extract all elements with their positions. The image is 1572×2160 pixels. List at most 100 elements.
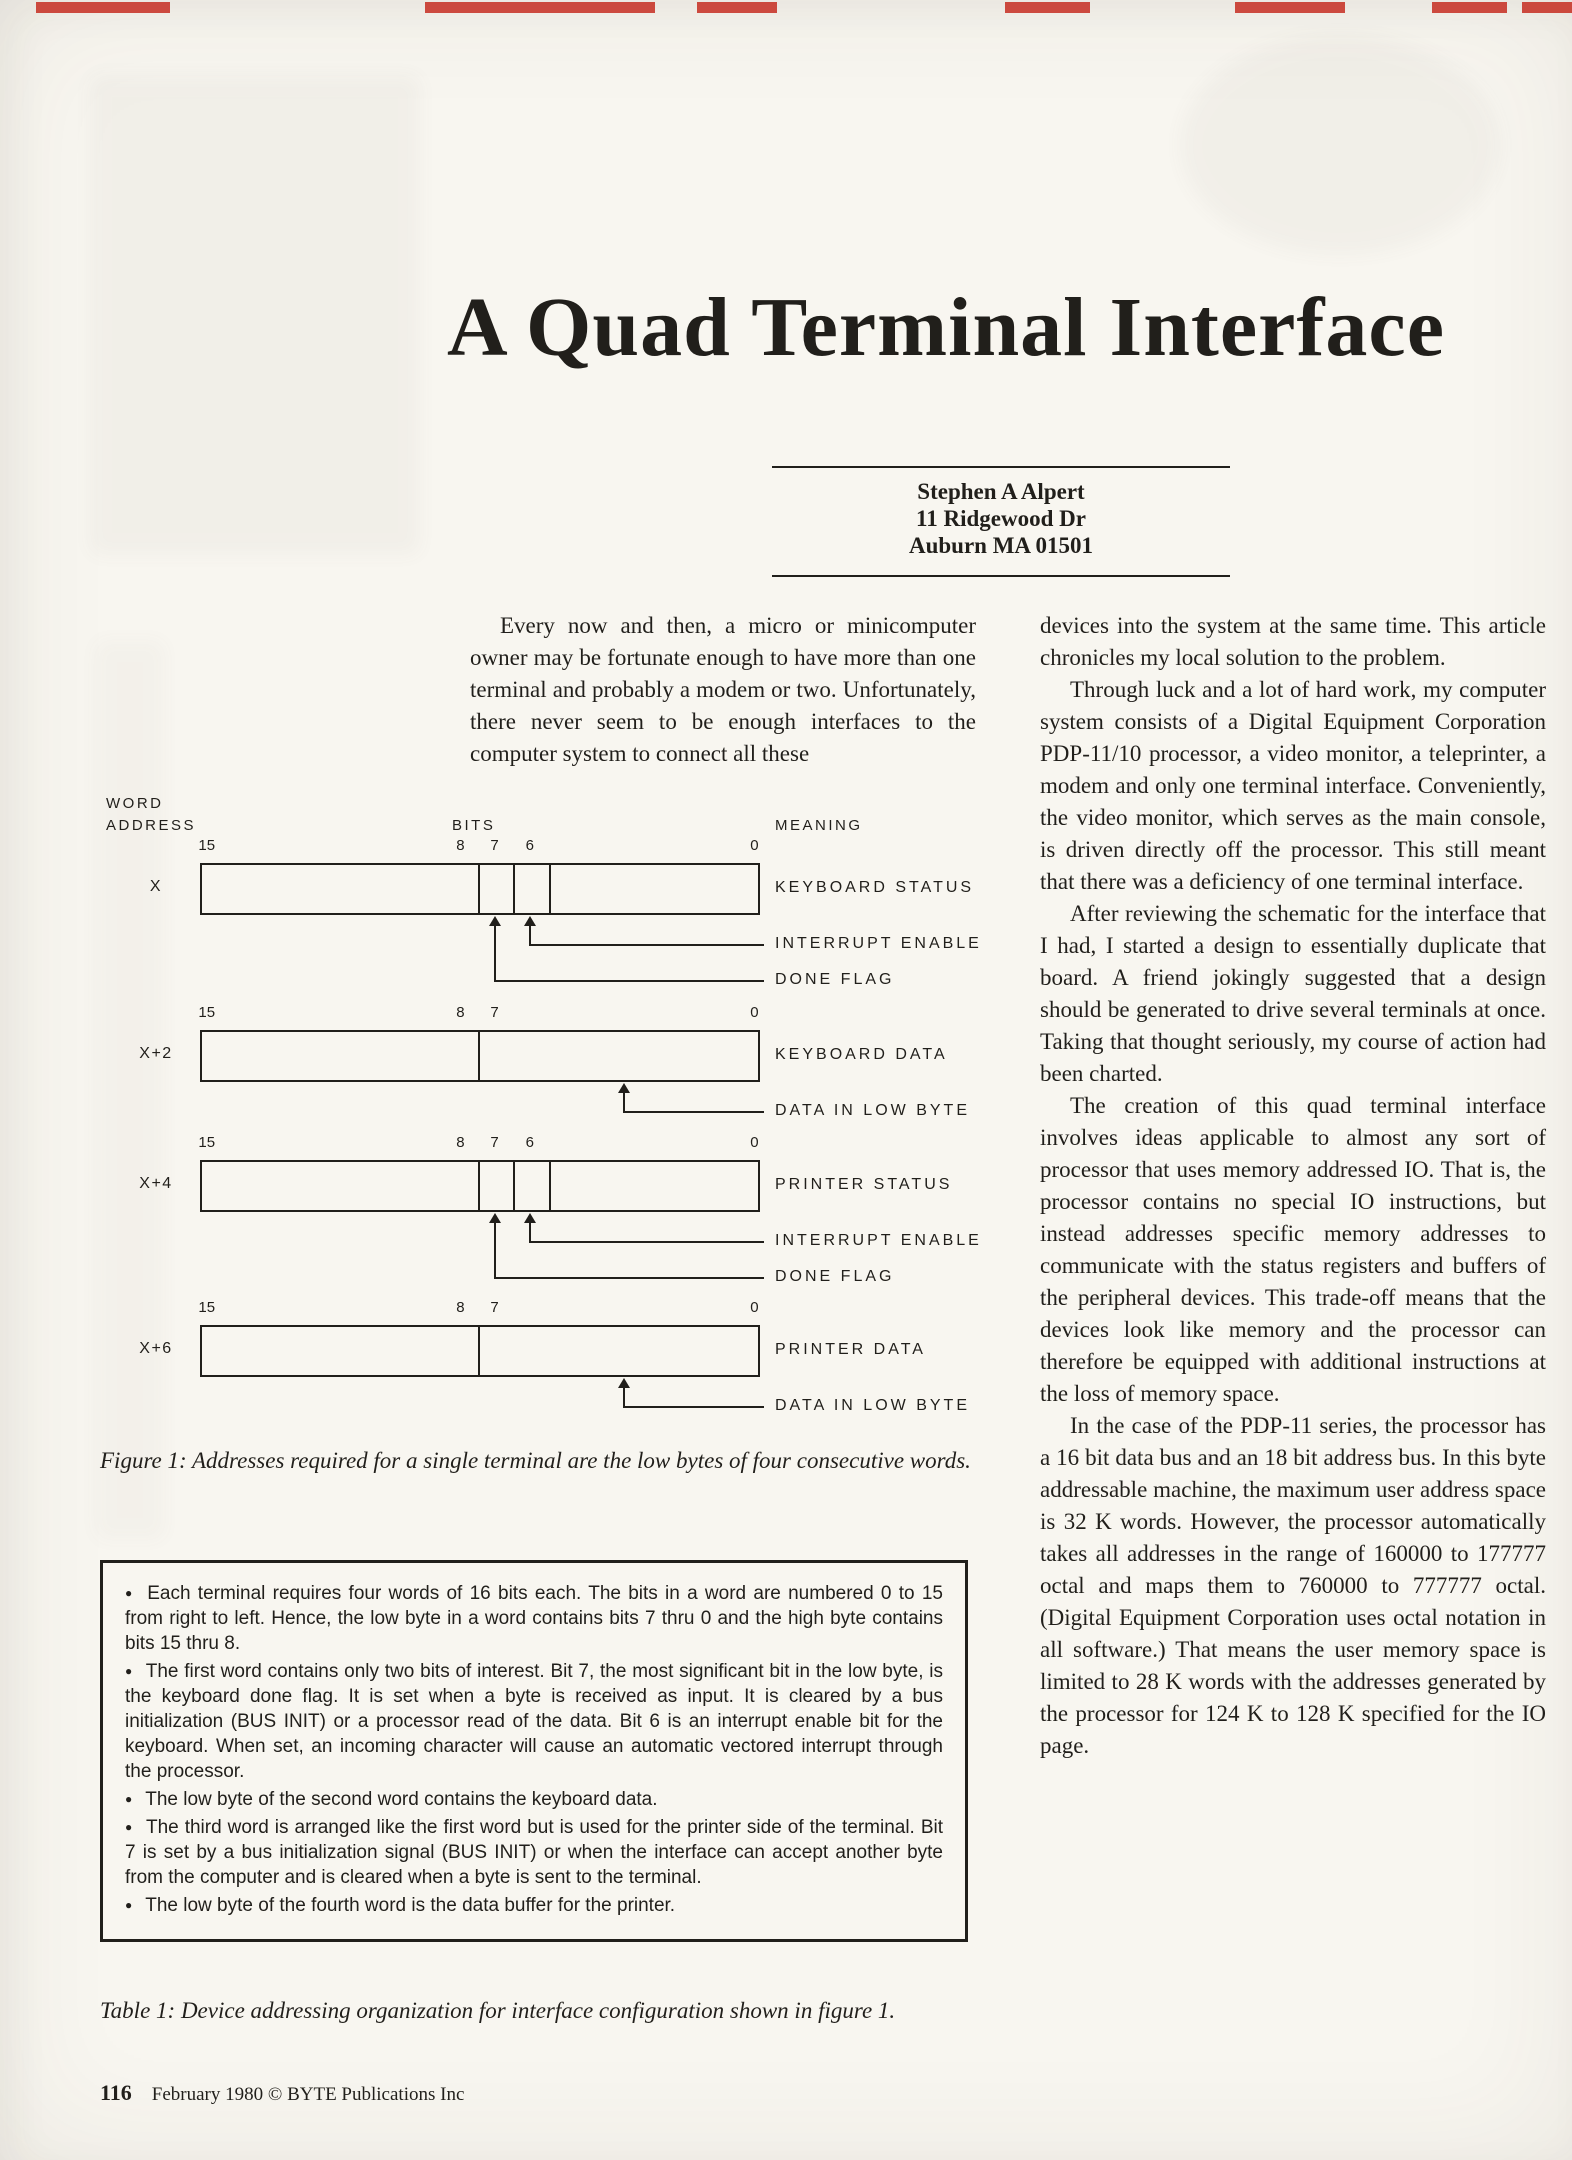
- register-box: [200, 1325, 760, 1377]
- publication-credit: February 1980 © BYTE Publications Inc: [151, 2084, 465, 2105]
- bit-number-label: 15: [198, 837, 216, 854]
- register-meaning-label: PRINTER DATA: [775, 1341, 926, 1358]
- register-address-label: X+6: [139, 1340, 173, 1357]
- register-bit-divider: [478, 1032, 481, 1080]
- register-bit-divider: [513, 865, 516, 913]
- table-bullet-item: ●The low byte of the second word contain…: [125, 1789, 658, 1810]
- callout-arrow-up-icon: [523, 916, 536, 926]
- scan-red-mark: [425, 2, 655, 13]
- callout-horizontal-line: [493, 1277, 764, 1279]
- register-bit-divider: [478, 865, 481, 913]
- bit-number-label: 0: [750, 1134, 759, 1151]
- callout-vertical-line: [622, 1092, 625, 1112]
- scan-red-mark: [1432, 2, 1507, 13]
- author-name: Stephen A Alpert: [917, 479, 1085, 504]
- bit-number-label: 0: [750, 1299, 759, 1316]
- bullet-icon: ●: [125, 1820, 133, 1834]
- scan-red-mark: [1235, 2, 1345, 13]
- bit-number-label: 8: [456, 1299, 465, 1316]
- register-box: [200, 1030, 760, 1082]
- register-address-label: X+2: [139, 1045, 173, 1062]
- callout-arrow-up-icon: [617, 1378, 630, 1388]
- paragraph: devices into the system at the same time…: [1040, 613, 1546, 670]
- table-caption: Table 1: Device addressing organization …: [100, 1998, 896, 2023]
- word-address-header: ADDRESS: [106, 817, 197, 834]
- meaning-header: MEANING: [775, 817, 863, 834]
- callout-label: DATA IN LOW BYTE: [775, 1102, 970, 1119]
- bullet-icon: ●: [125, 1898, 133, 1912]
- bit-number-label: 8: [456, 837, 465, 854]
- bit-number-label: 15: [198, 1134, 216, 1151]
- callout-vertical-line: [493, 1222, 496, 1278]
- table-1-box: ●Each terminal requires four words of 16…: [100, 1560, 968, 1942]
- bit-number-label: 6: [525, 1134, 534, 1151]
- author-address-line1: 11 Ridgewood Dr: [916, 506, 1086, 531]
- callout-label: INTERRUPT ENABLE: [775, 1232, 982, 1249]
- callout-label: DONE FLAG: [775, 1268, 895, 1285]
- page-showthrough-ghost: [1180, 35, 1500, 255]
- register-bit-divider: [548, 1162, 551, 1210]
- table-bullet-item: ●The first word contains only two bits o…: [125, 1661, 944, 1782]
- bits-header: BITS: [452, 817, 496, 834]
- register-meaning-label: KEYBOARD STATUS: [775, 879, 975, 896]
- register-meaning-label: PRINTER STATUS: [775, 1176, 953, 1193]
- callout-arrow-up-icon: [488, 916, 501, 926]
- bit-number-label: 6: [525, 837, 534, 854]
- word-address-header: WORD: [106, 795, 164, 812]
- scan-red-mark: [1522, 2, 1572, 13]
- callout-arrow-up-icon: [488, 1213, 501, 1223]
- register-bit-divider: [478, 1327, 481, 1375]
- scan-red-mark: [1005, 2, 1090, 13]
- bit-number-label: 7: [490, 837, 499, 854]
- author-block: Stephen A Alpert 11 Ridgewood Dr Auburn …: [772, 466, 1230, 577]
- bit-number-label: 7: [490, 1004, 499, 1021]
- callout-vertical-line: [528, 925, 531, 945]
- table-bullet-item: ●The third word is arranged like the fir…: [125, 1817, 944, 1888]
- page-number: 116: [100, 2080, 132, 2105]
- callout-label: DATA IN LOW BYTE: [775, 1397, 970, 1414]
- bit-number-label: 7: [490, 1134, 499, 1151]
- register-meaning-label: KEYBOARD DATA: [775, 1046, 948, 1063]
- author-address-line2: Auburn MA 01501: [908, 533, 1094, 558]
- callout-vertical-line: [493, 925, 496, 981]
- table-bullet-item: ●Each terminal requires four words of 16…: [125, 1583, 943, 1654]
- bit-number-label: 0: [750, 1004, 759, 1021]
- callout-horizontal-line: [622, 1111, 764, 1113]
- callout-horizontal-line: [528, 944, 764, 946]
- register-bit-divider: [478, 1162, 481, 1210]
- bullet-icon: ●: [125, 1664, 133, 1678]
- bullet-icon: ●: [125, 1586, 135, 1600]
- bit-number-label: 15: [198, 1299, 216, 1316]
- figure-caption: Figure 1: Addresses required for a singl…: [100, 1448, 971, 1473]
- callout-vertical-line: [622, 1387, 625, 1407]
- paragraph: Every now and then, a micro or minicompu…: [470, 613, 976, 766]
- bit-number-label: 0: [750, 837, 759, 854]
- paragraph: After reviewing the schematic for the in…: [1040, 901, 1546, 1086]
- left-column: Every now and then, a micro or minicompu…: [470, 610, 976, 770]
- callout-arrow-up-icon: [617, 1083, 630, 1093]
- paragraph: The creation of this quad terminal inter…: [1040, 1093, 1546, 1406]
- article-title: A Quad Terminal Interface: [446, 281, 1445, 374]
- bit-number-label: 8: [456, 1134, 465, 1151]
- callout-horizontal-line: [622, 1406, 764, 1408]
- bit-number-label: 15: [198, 1004, 216, 1021]
- register-bit-divider: [513, 1162, 516, 1210]
- callout-label: DONE FLAG: [775, 971, 895, 988]
- callout-arrow-up-icon: [523, 1213, 536, 1223]
- paragraph: In the case of the PDP-11 series, the pr…: [1040, 1413, 1546, 1758]
- bullet-icon: ●: [125, 1792, 133, 1806]
- register-address-label: X+4: [139, 1175, 173, 1192]
- scan-red-mark: [697, 2, 777, 13]
- table-bullet-item: ●The low byte of the fourth word is the …: [125, 1895, 676, 1916]
- bit-number-label: 8: [456, 1004, 465, 1021]
- paragraph: Through luck and a lot of hard work, my …: [1040, 677, 1546, 894]
- register-box: [200, 863, 760, 915]
- scan-red-mark: [36, 2, 170, 13]
- register-address-label: X: [149, 878, 163, 895]
- bit-number-label: 7: [490, 1299, 499, 1316]
- callout-label: INTERRUPT ENABLE: [775, 935, 982, 952]
- register-box: [200, 1160, 760, 1212]
- callout-horizontal-line: [493, 980, 764, 982]
- page-showthrough-ghost: [90, 75, 420, 555]
